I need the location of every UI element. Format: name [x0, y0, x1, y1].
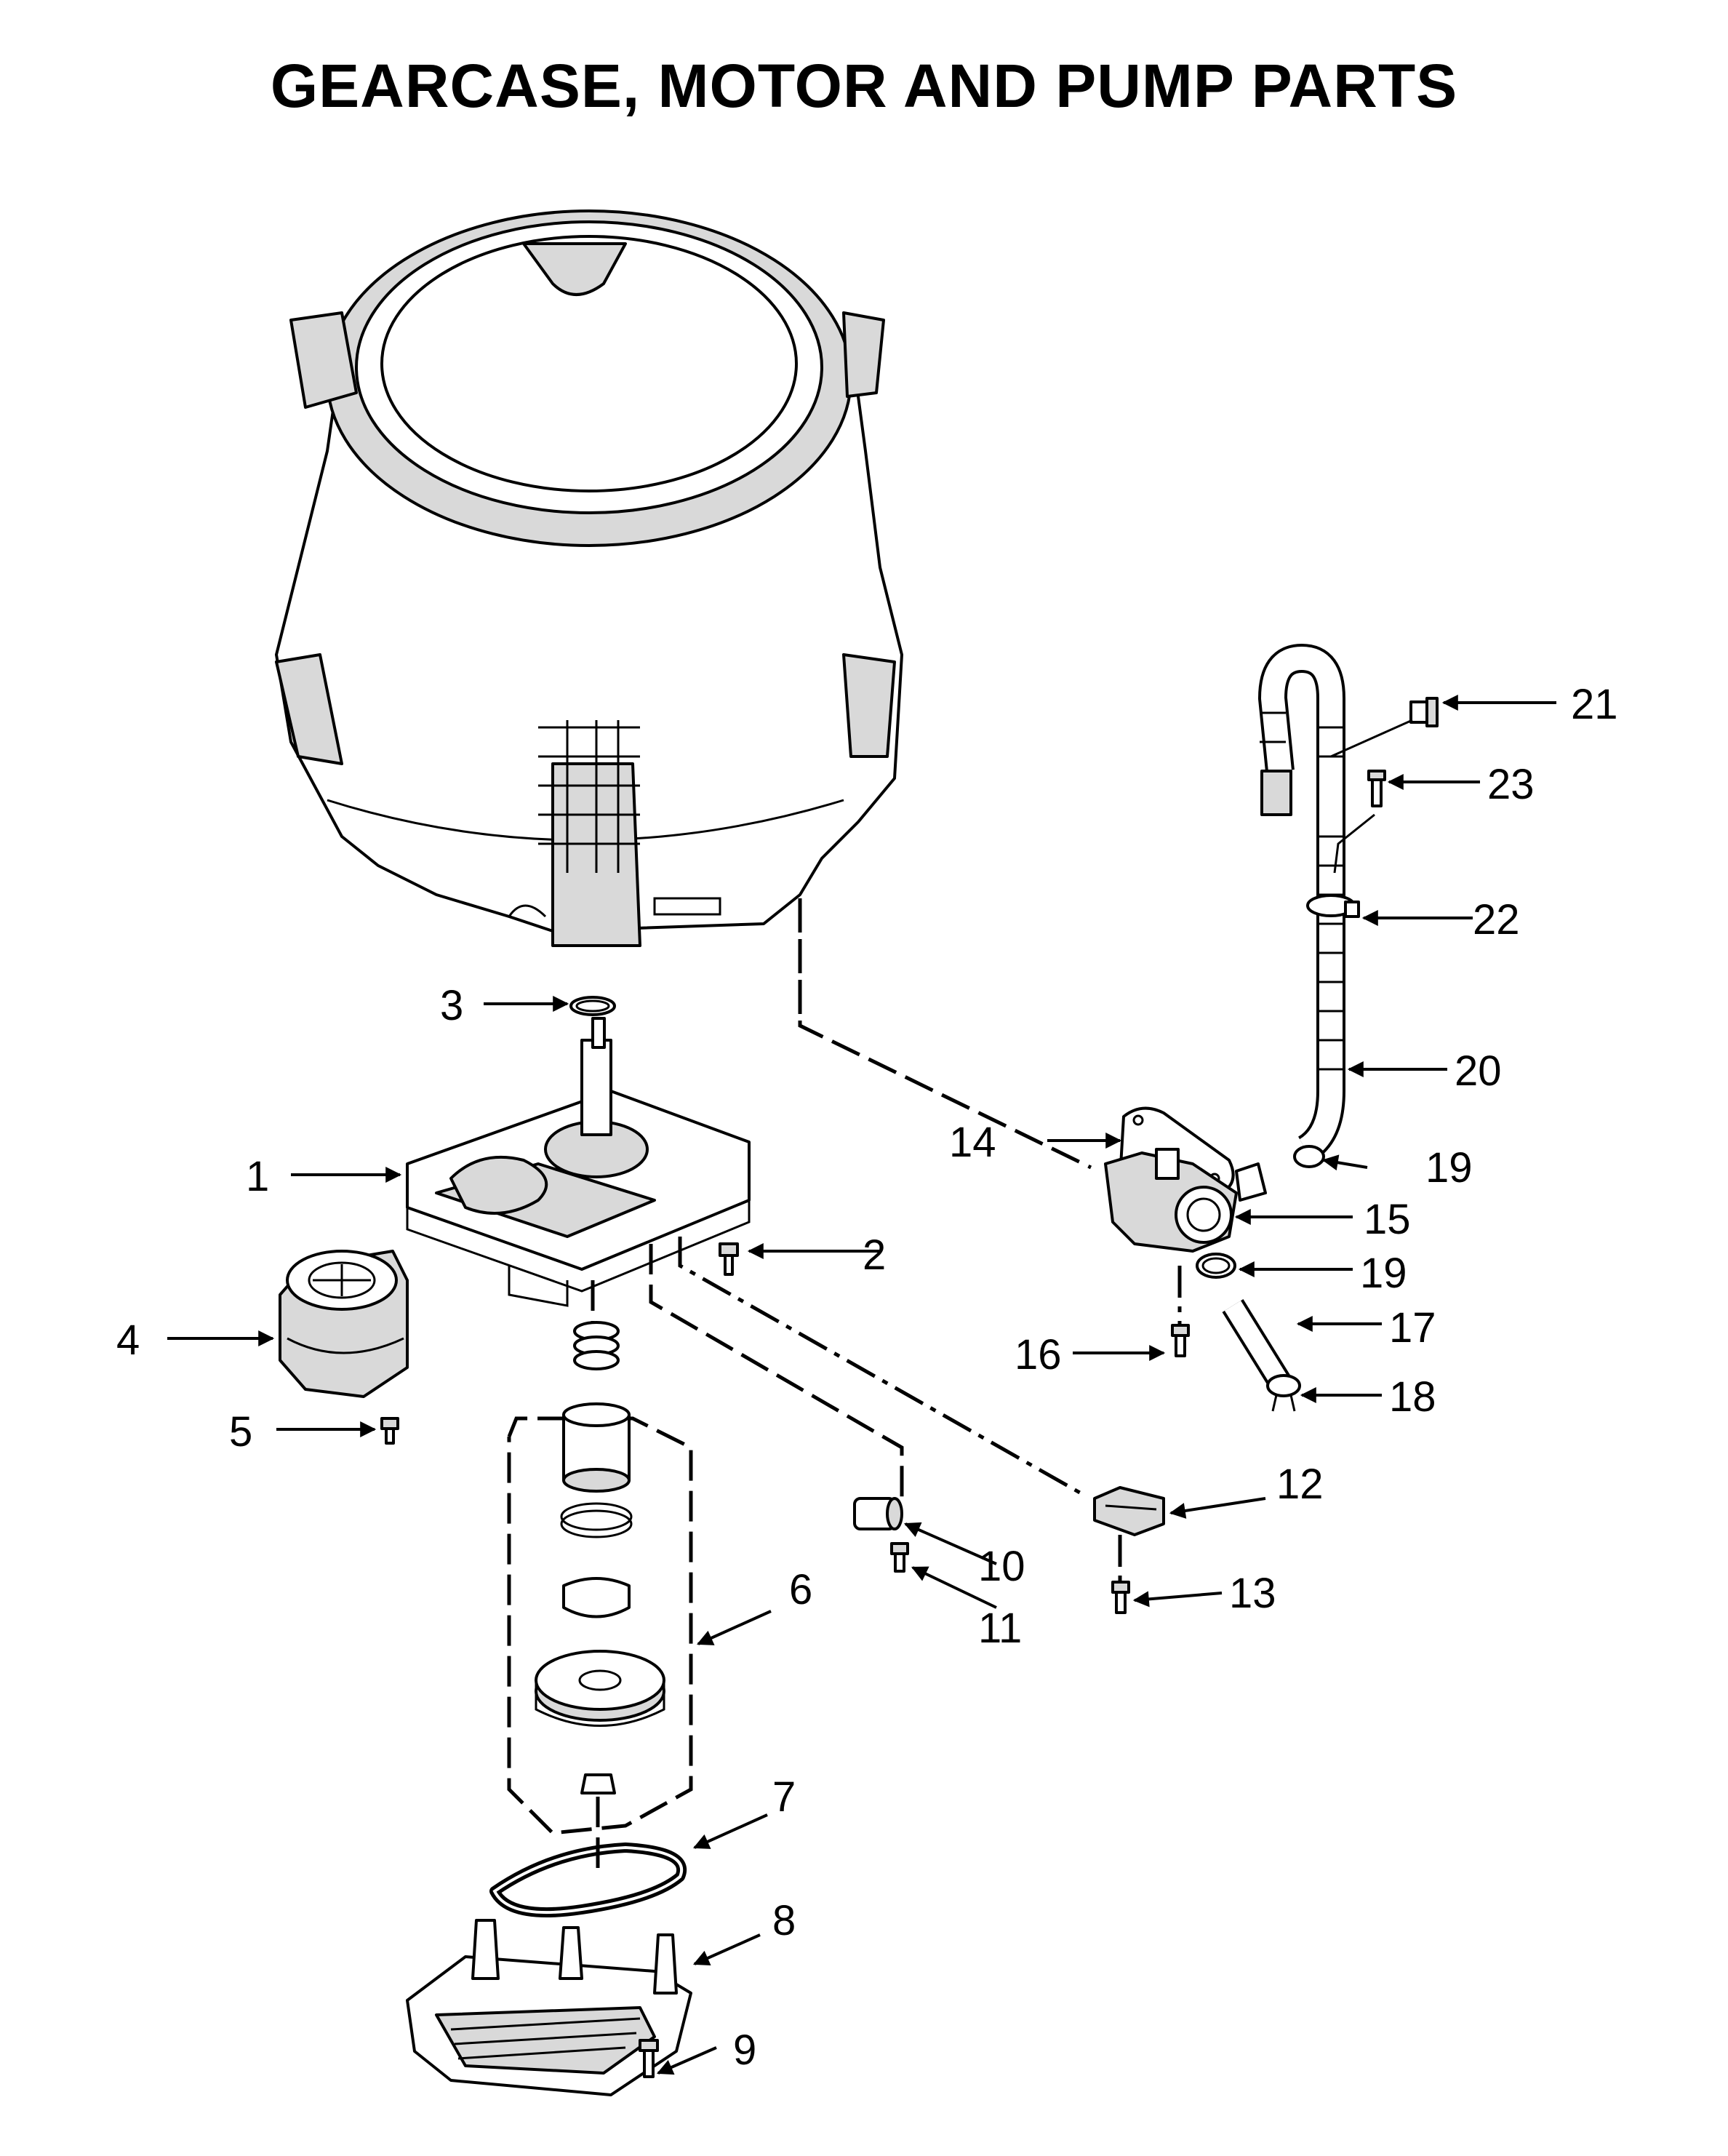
sensor[interactable] [853, 1497, 903, 1530]
callout-22: 22 [1473, 896, 1520, 943]
callout-5: 5 [229, 1408, 252, 1456]
sensor-screw[interactable] [890, 1542, 909, 1573]
assembly-line-tub-to-pump [798, 898, 1092, 1170]
callout-17: 17 [1389, 1304, 1436, 1352]
shield-screw[interactable] [639, 2039, 659, 2078]
motor-screw[interactable] [380, 1417, 399, 1445]
assembly-line-gearcase-to-sensor [649, 1244, 904, 1498]
hose-clamp-outlet[interactable] [1266, 1374, 1301, 1412]
callout-2: 2 [863, 1231, 886, 1279]
callout-3: 3 [440, 982, 463, 1029]
callout-6: 6 [789, 1566, 812, 1613]
callout-18: 18 [1389, 1373, 1436, 1421]
callout-9: 9 [733, 2027, 756, 2074]
leader-lines [167, 695, 1556, 2075]
drive-belt[interactable] [489, 1842, 687, 1918]
switch-screw[interactable] [1111, 1581, 1130, 1614]
callout-12: 12 [1276, 1461, 1324, 1508]
callout-11: 11 [978, 1605, 1022, 1652]
callout-10: 10 [978, 1543, 1025, 1590]
page-title: GEARCASE, MOTOR AND PUMP PARTS [270, 52, 1458, 120]
callout-7: 7 [772, 1773, 796, 1821]
hose-clamp-lower[interactable] [1196, 1253, 1236, 1279]
callout-23: 23 [1487, 761, 1535, 808]
callout-19-lower: 19 [1360, 1250, 1407, 1297]
drive-motor[interactable] [279, 1250, 409, 1398]
pump-screw[interactable] [1171, 1324, 1190, 1357]
hose-clamp-pump[interactable] [1293, 1145, 1325, 1168]
callout-4: 4 [116, 1317, 140, 1364]
callout-21: 21 [1571, 681, 1618, 728]
callout-8: 8 [772, 1897, 796, 1944]
callout-16: 16 [1015, 1331, 1062, 1378]
callout-19-upper: 19 [1425, 1144, 1473, 1191]
callout-20: 20 [1455, 1047, 1502, 1095]
callout-15: 15 [1364, 1196, 1411, 1243]
callout-13: 13 [1229, 1570, 1276, 1617]
outer-tub [275, 209, 903, 1018]
hose-screw-lower[interactable] [1367, 770, 1386, 807]
gearcase-screw[interactable] [719, 1242, 739, 1276]
hose-clamp-upper[interactable] [1306, 894, 1360, 918]
pulley-clutch-assembly[interactable] [507, 1280, 693, 1835]
callout-14: 14 [949, 1119, 996, 1166]
switch[interactable] [1093, 1486, 1165, 1536]
o-ring-seal[interactable] [569, 996, 616, 1016]
assembly-line-gearcase-to-switch [678, 1237, 1085, 1497]
gearcase[interactable] [406, 1017, 751, 1307]
callout-1: 1 [246, 1153, 269, 1200]
hose-screw-upper[interactable] [1409, 697, 1439, 727]
pump-outlet-hose[interactable] [1222, 1299, 1291, 1389]
motor-shield[interactable] [406, 1919, 692, 2096]
callout-numbers: 1 2 3 4 5 6 7 8 9 10 11 12 13 14 15 16 1… [116, 681, 1618, 2074]
drain-pump[interactable] [1104, 1148, 1267, 1253]
